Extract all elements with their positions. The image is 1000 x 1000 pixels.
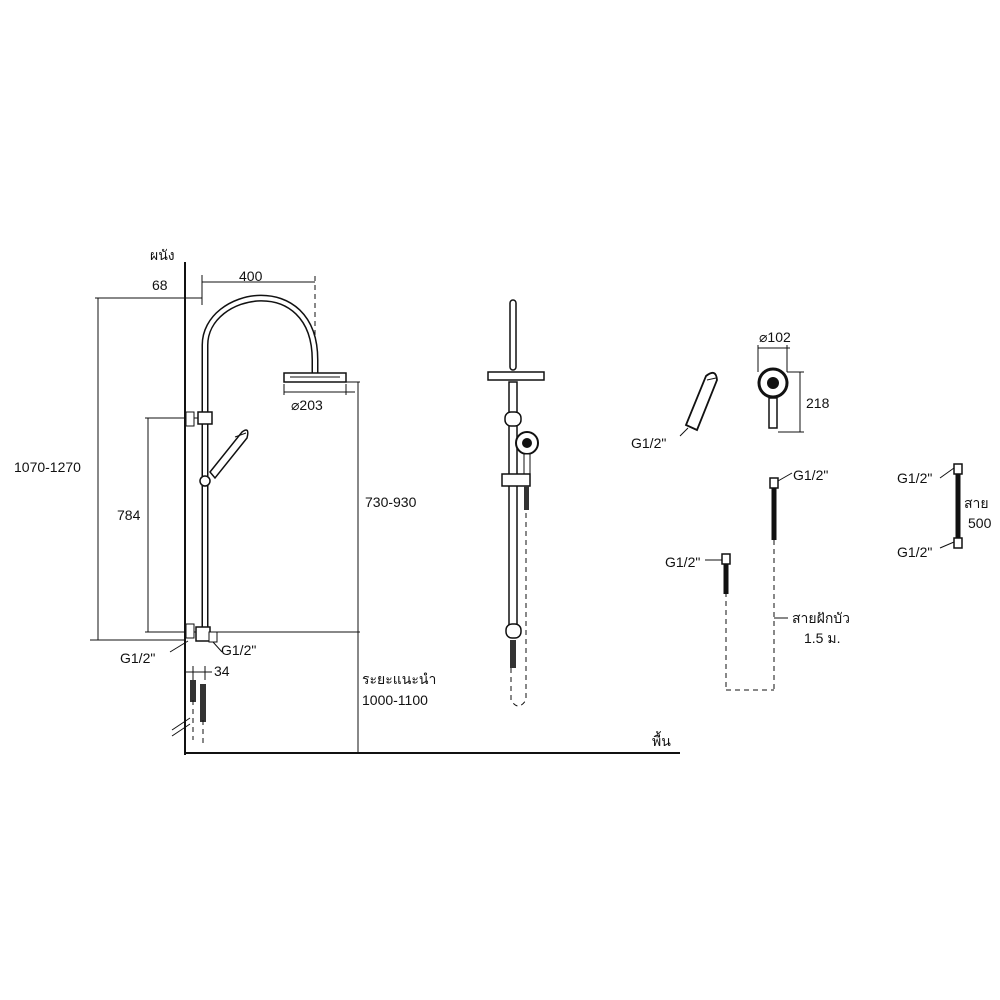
hand-shower-side (679, 371, 718, 437)
short-hose-length: 500 (968, 515, 992, 531)
offset-68-label: 68 (152, 277, 168, 293)
rail-784-dimension (145, 417, 360, 633)
inlet-spacing-label: 34 (214, 663, 230, 679)
wall-label: ผนัง (150, 247, 175, 263)
rail-784-label: 784 (117, 507, 141, 523)
height-total-label: 1070-1270 (14, 459, 81, 475)
inlet-left-label: G1/2" (120, 650, 155, 666)
hose-title: สายฝักบัว (792, 610, 850, 626)
hand-diameter-label: ⌀102 (759, 329, 791, 345)
floor-label: พื้น (652, 731, 671, 749)
side-view-column (169, 294, 355, 745)
hose-top-thread-label: G1/2" (793, 467, 828, 483)
front-view-column (487, 299, 545, 707)
recommended-title: ระยะแนะนำ (362, 671, 436, 687)
short-top-thread-label: G1/2" (897, 470, 932, 486)
top-dimension-lines (95, 275, 316, 360)
head-height-label: 730-930 (365, 494, 417, 510)
shower-hose (705, 472, 793, 691)
inlet-right-label: G1/2" (221, 642, 256, 658)
recommended-value: 1000-1100 (362, 692, 428, 708)
hand-shower-front (757, 345, 804, 433)
short-hose (939, 463, 963, 549)
hose-bottom-thread-label: G1/2" (665, 554, 700, 570)
short-hose-title: สาย (964, 495, 989, 511)
hand-thread-label: G1/2" (631, 435, 666, 451)
height-total-dimension (90, 298, 185, 641)
head-diameter-label: ⌀203 (291, 397, 323, 413)
hose-length: 1.5 ม. (804, 630, 840, 646)
short-bottom-thread-label: G1/2" (897, 544, 932, 560)
head-height-dimension (340, 381, 360, 753)
arm-400-label: 400 (239, 268, 263, 284)
hand-length-label: 218 (806, 395, 830, 411)
